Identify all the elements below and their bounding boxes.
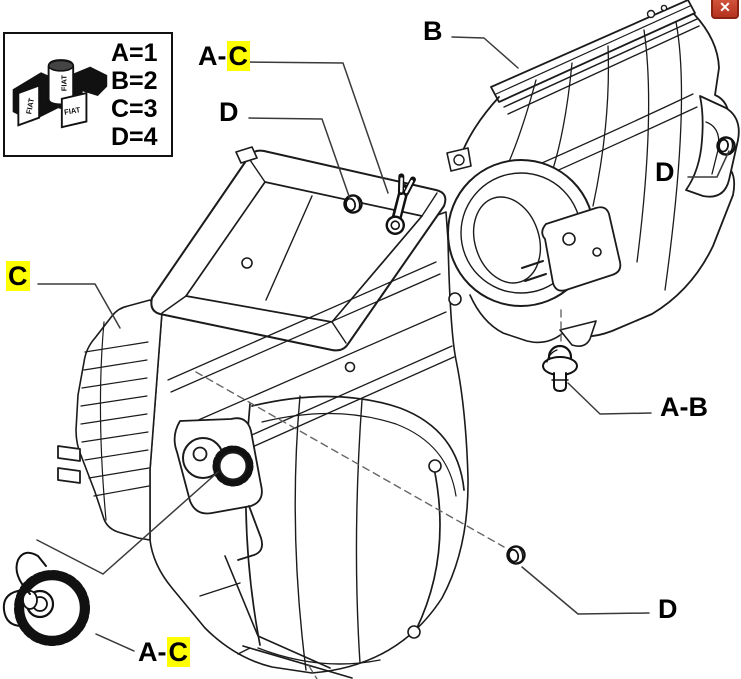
callout-c-left[interactable]: C — [6, 261, 30, 291]
callout-ac-bottom-prefix: A- — [138, 637, 167, 667]
fiat-box-right-text: FIAT — [63, 105, 81, 117]
mount-stud-drawing — [542, 344, 578, 392]
legend-key: A=1 B=2 C=3 D=4 — [111, 39, 158, 151]
legend-entry-a: A=1 — [111, 38, 158, 67]
callout-c-left-highlight: C — [6, 261, 30, 291]
legend-entry-b: B=2 — [111, 66, 158, 95]
callout-ac-top-prefix: A- — [198, 41, 227, 71]
callout-d-top[interactable]: D — [219, 97, 239, 127]
callout-pointer-lines — [36, 36, 730, 652]
fiat-box-left-text: FIAT — [24, 96, 36, 114]
assembly-guide-lines — [195, 309, 562, 679]
callout-ac-top-highlight: C — [226, 41, 250, 71]
blower-assembly-drawing — [446, 0, 740, 347]
fiat-can-text: FIAT — [60, 74, 69, 91]
callout-d-right[interactable]: D — [655, 157, 675, 187]
close-icon: ✕ — [719, 0, 731, 15]
close-button[interactable]: ✕ — [711, 0, 739, 19]
callout-ac-bottom[interactable]: A-C — [138, 637, 190, 667]
retaining-clip-drawing — [385, 173, 416, 235]
heater-unit-drawing — [57, 146, 469, 679]
callout-b[interactable]: B — [423, 16, 443, 46]
legend-box: FIAT FIAT FIAT A=1 B=2 C=3 D=4 — [3, 32, 173, 157]
callout-ac-top[interactable]: A-C — [198, 41, 250, 71]
legend-entry-d: D=4 — [111, 122, 158, 151]
legend-entry-c: C=3 — [111, 94, 158, 123]
grommet-nut-right — [715, 135, 737, 157]
fiat-packaging-icon: FIAT FIAT FIAT — [12, 58, 108, 128]
callout-d-bottom[interactable]: D — [658, 594, 678, 624]
gear-wheel-drawing — [2, 551, 90, 646]
callout-ab[interactable]: A-B — [660, 392, 708, 422]
grommet-nut-bottom — [504, 543, 528, 567]
callout-ac-bottom-highlight: C — [166, 637, 190, 667]
